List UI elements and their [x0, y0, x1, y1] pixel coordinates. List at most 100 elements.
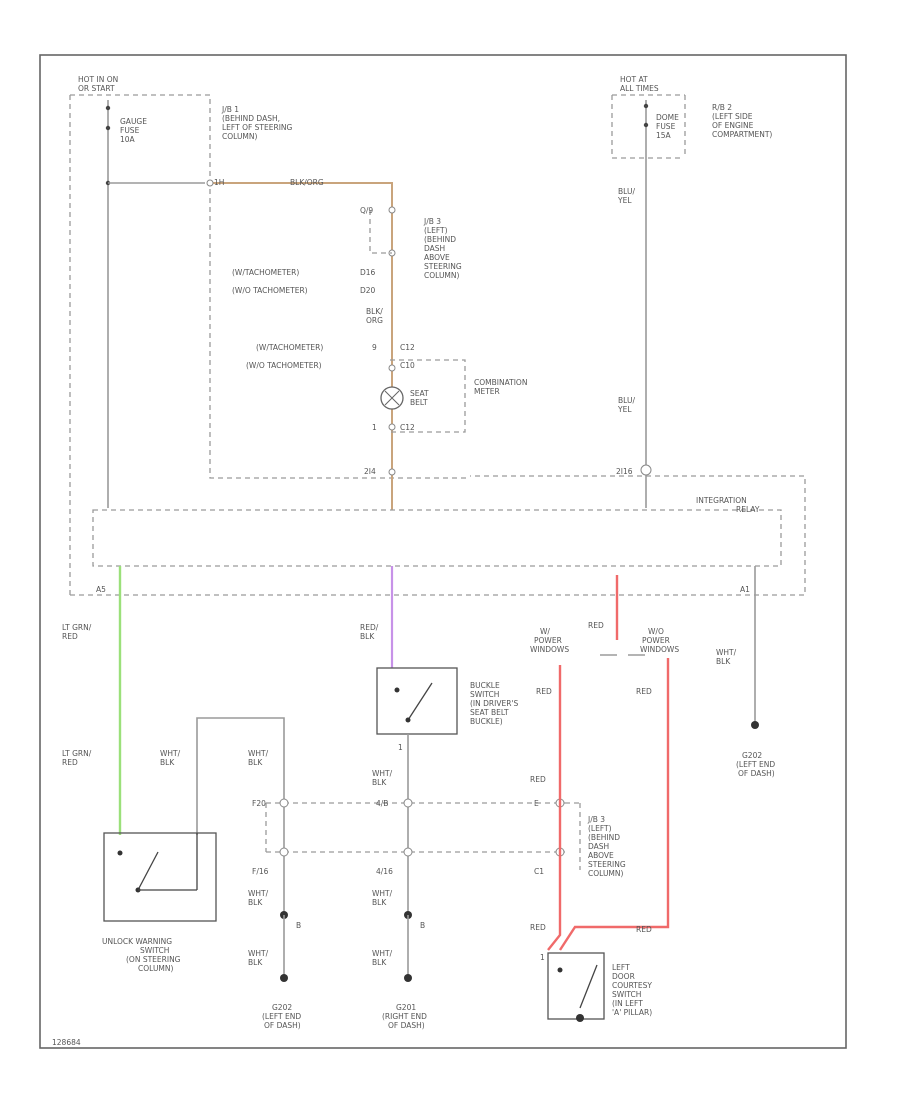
label-dome-fuse-amps: 15A [656, 131, 672, 140]
label-door-switch: DOOR [612, 972, 635, 981]
label-unlock-switch: (ON STEERING [126, 955, 181, 964]
label-pin: A5 [96, 585, 106, 594]
label-wire: BLK [248, 958, 263, 967]
jb1-dashed-outline [70, 94, 470, 479]
label-wire-blk-org: BLK/ORG [290, 178, 324, 187]
label-unlock-switch: UNLOCK WARNING [102, 937, 172, 946]
label-jb3: ABOVE [588, 851, 614, 860]
label-door-switch: SWITCH [612, 990, 641, 999]
label-pin: A1 [740, 585, 750, 594]
label-jb3: DASH [424, 244, 445, 253]
label-pin: 1 [372, 423, 377, 432]
label-pin: 4/B [376, 799, 388, 808]
label-ground: G202 [742, 751, 762, 760]
label-without-tach: (W/O TACHOMETER) [232, 286, 308, 295]
label-unlock-switch: SWITCH [140, 946, 169, 955]
label-pin: 1 [540, 953, 545, 962]
label-pin: D16 [360, 268, 376, 277]
label-option: POWER [534, 636, 562, 645]
label-pin: 2I4 [364, 467, 376, 476]
label-buckle-switch: SWITCH [470, 690, 499, 699]
integration-relay-box [92, 509, 782, 567]
label-option: W/ [540, 627, 550, 636]
label-wire: RED [636, 925, 652, 934]
label-gauge-fuse: FUSE [120, 126, 140, 135]
label-wire: RED [62, 758, 78, 767]
wire-wht-blk [196, 717, 285, 915]
label-rb2: COMPARTMENT) [712, 130, 772, 139]
label-jb3: DASH [588, 842, 609, 851]
connector-pin [403, 798, 413, 808]
connector-pin [279, 847, 289, 857]
label-pin: F/16 [252, 867, 269, 876]
label-wire: WHT/ [248, 749, 269, 758]
label-wire: BLK [248, 898, 263, 907]
label-wire: ORG [366, 316, 383, 325]
label-wire: WHT/ [716, 648, 737, 657]
label-buckle-switch: BUCKLE [470, 681, 500, 690]
connector-pin [388, 364, 396, 372]
fuse-terminal [105, 105, 111, 111]
label-ground: OF DASH) [738, 769, 775, 778]
label-wire: RED [588, 621, 604, 630]
label-ground: (RIGHT END [382, 1012, 427, 1021]
label-jb3: COLUMN) [588, 869, 624, 878]
label-pin: D20 [360, 286, 376, 295]
label-seat-belt: BELT [410, 398, 428, 407]
label-jb3: ABOVE [424, 253, 450, 262]
label-wire: YEL [617, 196, 632, 205]
label-integration-relay: INTEGRATION [696, 496, 747, 505]
label-rb2: R/B 2 [712, 103, 732, 112]
label-jb1: COLUMN) [222, 132, 258, 141]
label-dome-fuse: FUSE [656, 122, 676, 131]
label-pin: 4/16 [376, 867, 393, 876]
label-integration-relay: RELAY [736, 505, 760, 514]
connector-pin [206, 179, 214, 187]
wire-red-wo-power [558, 658, 670, 951]
label-door-switch: 'A' PILLAR) [612, 1008, 652, 1017]
ground-g202-icon [751, 721, 759, 729]
label-pin: 2I16 [616, 467, 633, 476]
diagram-labels: HOT IN ON OR START GAUGE FUSE 10A J/B 1 … [52, 75, 775, 1047]
label-jb3: J/B 3 [423, 217, 441, 226]
label-option: POWER [642, 636, 670, 645]
label-jb3: (LEFT) [588, 824, 612, 833]
label-jb3: STEERING [424, 262, 462, 271]
label-wire: RED [530, 775, 546, 784]
label-wire: WHT/ [372, 889, 393, 898]
label-wire: RED/ [360, 623, 379, 632]
label-wire: WHT/ [248, 949, 269, 958]
label-wire: BLU/ [618, 187, 635, 196]
connector-pin [388, 423, 396, 431]
unlock-warning-switch [103, 832, 217, 922]
label-pin: C12 [400, 343, 415, 352]
label-wire: RED [62, 632, 78, 641]
connector-pin [403, 847, 413, 857]
connector-pin [279, 798, 289, 808]
switch-contact-icon [405, 717, 411, 723]
label-buckle-switch: SEAT BELT [470, 708, 509, 717]
label-buckle-switch: (IN DRIVER'S [470, 699, 518, 708]
label-pin: F20 [252, 799, 266, 808]
fuse-terminal [643, 122, 649, 128]
label-buckle-switch: BUCKLE) [470, 717, 503, 726]
label-option: WINDOWS [640, 645, 679, 654]
label-ground: OF DASH) [388, 1021, 425, 1030]
relay-outer-dashed [70, 475, 806, 596]
label-wire: BLK [248, 758, 263, 767]
label-without-tach: (W/O TACHOMETER) [246, 361, 322, 370]
label-wire: BLU/ [618, 396, 635, 405]
ground-g201-icon [404, 974, 412, 982]
label-jb3: (BEHIND [588, 833, 620, 842]
label-jb3: COLUMN) [424, 271, 460, 280]
label-pin: 1H [214, 178, 224, 187]
label-pin: C12 [400, 423, 415, 432]
label-wire: BLK [160, 758, 175, 767]
left-door-courtesy-switch [547, 952, 605, 1020]
wire-red-w-power [547, 665, 562, 951]
diagram-frame [39, 54, 847, 1049]
connector-pin [388, 468, 396, 476]
label-rb2: OF ENGINE [712, 121, 754, 130]
label-pin: C1 [534, 867, 544, 876]
label-or-start: OR START [78, 84, 115, 93]
